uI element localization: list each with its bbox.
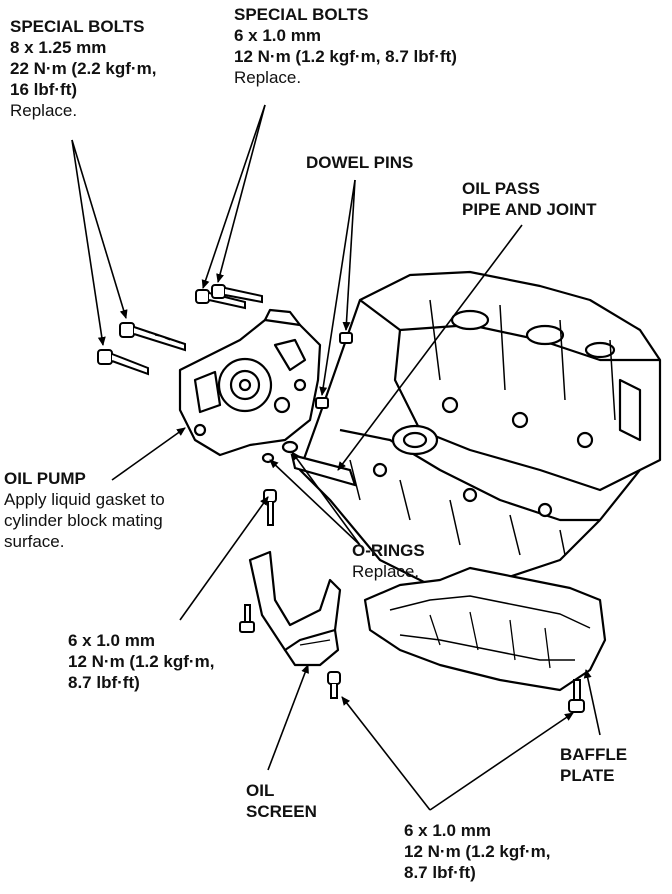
dowel-pin-1 [339, 332, 353, 344]
oil-pass-label: OIL PASS PIPE AND JOINT [462, 178, 596, 220]
special-bolts-right-title: SPECIAL BOLTS [234, 5, 369, 24]
leader-lines [71, 104, 601, 811]
baffle-plate-label: BAFFLE PLATE [560, 744, 627, 786]
special-bolts-right-torque: 12 N·m (1.2 kgf·m, 8.7 lbf·ft) [234, 47, 457, 66]
special-bolts-right-size: 6 x 1.0 mm [234, 26, 321, 45]
special-bolts-right-label: SPECIAL BOLTS 6 x 1.0 mm 12 N·m (1.2 kgf… [234, 4, 457, 88]
oil-screen-line2: SCREEN [246, 802, 317, 821]
o-rings-label: O-RINGS Replace. [352, 540, 425, 582]
oil-screen [248, 550, 342, 667]
bolt-bottom-torque1: 12 N·m (1.2 kgf·m, [404, 842, 551, 861]
special-bolt-right-2 [211, 284, 263, 304]
special-bolts-left-size: 8 x 1.25 mm [10, 38, 107, 57]
oil-pump-note3: surface. [4, 532, 65, 551]
bolt-mid-torque1: 12 N·m (1.2 kgf·m, [68, 652, 215, 671]
o-rings-title: O-RINGS [352, 541, 425, 560]
baffle-plate-line1: BAFFLE [560, 745, 628, 764]
oil-pass-line2: PIPE AND JOINT [462, 200, 597, 219]
special-bolts-right-note: Replace. [234, 68, 302, 87]
bolt-screen-bottom [327, 671, 341, 699]
special-bolts-left-torque2: 16 lbf·ft) [10, 80, 78, 99]
oil-screen-line1: OIL [246, 781, 275, 800]
oil-pump-note2: cylinder block mating [4, 511, 163, 530]
oil-pump-note1: Apply liquid gasket to [4, 490, 165, 509]
oil-pass-pipe [261, 440, 357, 487]
bolt-bottom-label: 6 x 1.0 mm 12 N·m (1.2 kgf·m, 8.7 lbf·ft… [404, 820, 550, 883]
bolt-mid [263, 489, 277, 526]
bolt-mid-size: 6 x 1.0 mm [68, 631, 155, 650]
cylinder-block [298, 270, 662, 592]
oil-pump-title: OIL PUMP [4, 469, 86, 488]
special-bolt-left-upper [119, 322, 186, 352]
special-bolts-left-torque1: 22 N·m (2.2 kgf·m, [10, 59, 157, 78]
special-bolt-left-lower [97, 349, 149, 376]
o-rings-note: Replace. [352, 562, 420, 581]
oil-screen-label: OIL SCREEN [246, 780, 317, 822]
dowel-pin-2 [315, 397, 329, 409]
baffle-plate [363, 566, 607, 692]
bolt-bottom-size: 6 x 1.0 mm [404, 821, 491, 840]
bolt-screen-left [239, 604, 255, 633]
special-bolts-left-title: SPECIAL BOLTS [10, 17, 145, 36]
baffle-plate-line2: PLATE [560, 766, 615, 785]
bolt-baffle [568, 679, 585, 713]
oil-pump [178, 308, 322, 457]
bolt-bottom-torque2: 8.7 lbf·ft) [404, 863, 476, 882]
special-bolts-left-label: SPECIAL BOLTS 8 x 1.25 mm 22 N·m (2.2 kg… [10, 16, 156, 121]
bolt-mid-torque2: 8.7 lbf·ft) [68, 673, 140, 692]
dowel-pins-label: DOWEL PINS [306, 152, 413, 173]
oil-pass-line1: OIL PASS [462, 179, 540, 198]
special-bolts-left-note: Replace. [10, 101, 78, 120]
oil-pump-label: OIL PUMP Apply liquid gasket to cylinder… [4, 468, 165, 552]
bolt-mid-label: 6 x 1.0 mm 12 N·m (1.2 kgf·m, 8.7 lbf·ft… [68, 630, 214, 693]
dowel-pins-title: DOWEL PINS [306, 153, 414, 172]
